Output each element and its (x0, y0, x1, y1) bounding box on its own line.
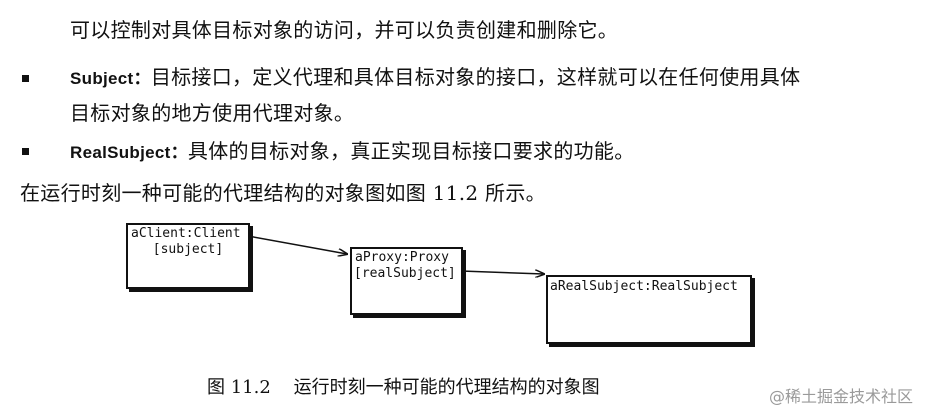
object-box-realsubject: aRealSubject:RealSubject (546, 275, 752, 344)
proxy-attribute: [realSubject] (354, 266, 456, 281)
term-subject: Subject： (70, 69, 151, 88)
realsubject-label: aRealSubject:RealSubject (550, 279, 738, 294)
watermark: @稀土掘金技术社区 (768, 387, 913, 406)
bullet-realsubject: RealSubject：具体的目标对象，真正实现目标接口要求的功能。 (70, 138, 635, 166)
paragraph-line-1: 可以控制对具体目标对象的访问，并可以负责创建和删除它。 (70, 18, 619, 42)
bullet-subject-body: 目标接口，定义代理和具体目标对象的接口，这样就可以在任何使用具体 (150, 65, 801, 89)
arrow-proxy-to-real (460, 271, 544, 274)
bullet-marker-subject (22, 75, 29, 82)
figure-caption: 图 11.2 运行时刻一种可能的代理结构的对象图 (207, 377, 600, 398)
object-box-client: aClient:Client [subject] (126, 223, 250, 289)
client-label: aClient:Client (131, 226, 241, 241)
arrow-client-to-proxy (247, 235, 347, 254)
bullet-marker-realsubject (22, 148, 29, 155)
bullet-subject: Subject：目标接口，定义代理和具体目标对象的接口，这样就可以在任何使用具体 (70, 64, 800, 92)
intro-sentence: 在运行时刻一种可能的代理结构的对象图如图 11.2 所示。 (20, 181, 546, 205)
bullet-subject-continuation: 目标对象的地方使用代理对象。 (70, 101, 355, 125)
client-attribute: [subject] (152, 242, 224, 257)
object-box-proxy: aProxy:Proxy [realSubject] (350, 247, 463, 315)
proxy-label: aProxy:Proxy (355, 250, 449, 265)
bullet-realsubject-body: 具体的目标对象，真正实现目标接口要求的功能。 (187, 139, 635, 163)
term-realsubject: RealSubject： (70, 143, 188, 162)
